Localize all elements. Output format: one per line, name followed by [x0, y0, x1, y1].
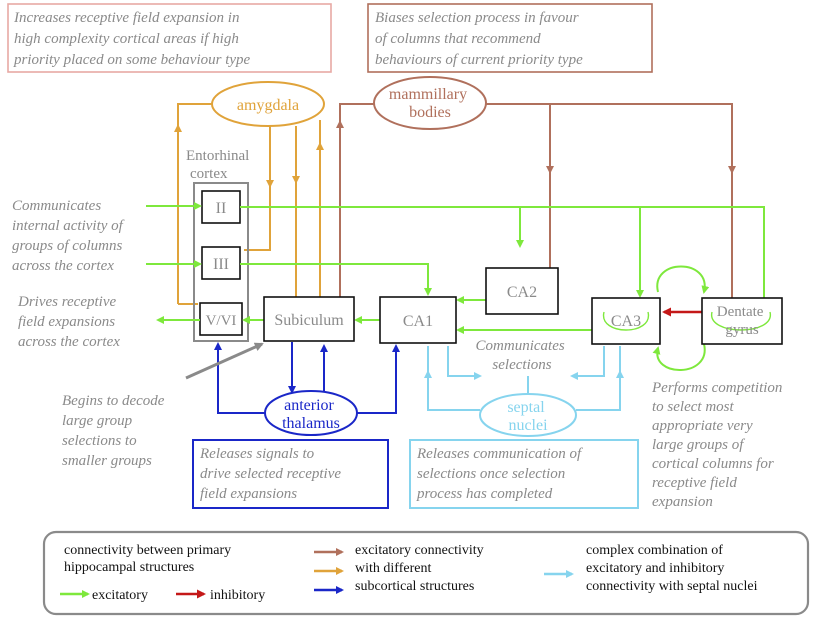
legend-septal-label: complex combination of excitatory and in… [586, 543, 758, 594]
amygdala-connections [174, 103, 324, 305]
ca1-label: CA1 [403, 313, 433, 330]
subiculum-label: Subiculum [274, 312, 344, 329]
septal-nuclei-node [479, 393, 577, 437]
begins-decode-annotation: Begins to decode large group selections … [62, 393, 168, 469]
dentate-gyrus-label: Dentate gyrus [717, 304, 767, 338]
top-left-annotation-box [7, 3, 332, 73]
top-right-annotation-box [367, 3, 653, 73]
entorhinal-layer-ii-label: II [216, 200, 227, 217]
thalamus-connections [214, 342, 400, 414]
ca3-recurrent-loop [603, 311, 649, 331]
dentate-recurrent-loop [711, 311, 771, 331]
releases-signals-annotation: Releases signals to drive selected recep… [199, 446, 345, 502]
entorhinal-cortex-label: Entorhinal cortex [186, 148, 253, 182]
mammillary-connections [336, 103, 736, 300]
communicates-selections-annotation: Communicates selections [476, 338, 569, 373]
legend-box [42, 530, 810, 616]
mammillary-bodies-label: mammillary bodies [389, 86, 471, 121]
anterior-thalamus-label: anterior thalamus [282, 397, 340, 432]
releases-signals-box [192, 439, 389, 509]
entorhinal-layer-vvi-label: V/VI [206, 313, 237, 329]
legend-primary-title: connectivity between primary hippocampal… [64, 543, 235, 575]
drives-receptive-annotation: Drives receptive field expansions across… [17, 294, 120, 350]
septal-nuclei-label: septal nuclei [507, 399, 548, 434]
top-left-annotation: Increases receptive field expansion in h… [13, 10, 251, 68]
anterior-thalamus-node [264, 390, 358, 436]
performs-competition-annotation: Performs competition to select most appr… [651, 380, 786, 510]
legend-inhibitory-label: inhibitory [210, 588, 265, 603]
decode-pointer-arrow [185, 342, 264, 380]
septal-connections [424, 346, 624, 411]
ca1-node [379, 296, 457, 344]
communicates-internal-annotation: Communicates internal activity of groups… [12, 198, 127, 274]
top-right-annotation: Biases selection process in favour of co… [375, 10, 583, 68]
ca2-label: CA2 [507, 284, 537, 301]
entorhinal-layer-iii [201, 246, 241, 280]
mammillary-bodies-node [373, 76, 487, 130]
legend-subcortical-label: excitatory connectivity with different s… [355, 543, 487, 594]
releases-communication-annotation: Releases communication of selections onc… [416, 446, 585, 502]
ca3-node [591, 297, 661, 345]
entorhinal-layer-iii-label: III [213, 256, 229, 273]
legend-excitatory-label: excitatory [92, 588, 148, 603]
releases-communication-box [409, 439, 639, 509]
primary-excitatory-connections [146, 202, 765, 371]
ca3-label: CA3 [611, 313, 641, 330]
ca2-node [485, 267, 559, 315]
amygdala-label: amygdala [237, 97, 299, 114]
subiculum-node [263, 296, 355, 342]
